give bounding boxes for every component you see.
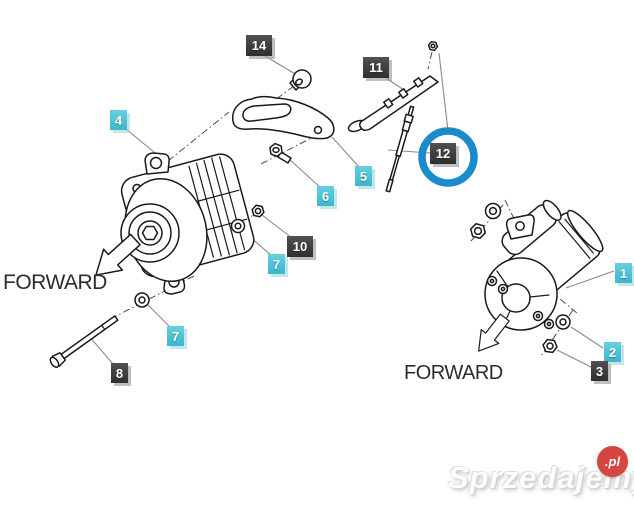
mount-bracket-drawing — [232, 95, 335, 140]
callout-badge-7a: 7 — [268, 254, 285, 274]
watermark: Sprzedajemy .pl — [444, 442, 634, 500]
glow-plug-rail-drawing — [347, 40, 439, 133]
forward-label-left: FORWARD — [3, 271, 107, 294]
callout-badge-5: 5 — [355, 166, 372, 186]
bolt-6-drawing — [269, 142, 292, 164]
callout-badge-2: 2 — [604, 342, 621, 362]
starter-drawing — [484, 199, 604, 331]
callout-badge-8: 8 — [111, 363, 128, 383]
nut-3-drawing — [542, 338, 558, 354]
callout-badge-14: 14 — [246, 35, 272, 56]
bolt-14-drawing — [289, 69, 312, 91]
callout-badge-6: 6 — [317, 186, 334, 206]
glow-plug-drawing — [385, 105, 415, 193]
callout-badge-12: 12 — [430, 143, 456, 164]
leader-lines — [88, 52, 615, 368]
nut-10-drawing — [251, 204, 265, 218]
washer-7-lower-drawing — [134, 292, 150, 308]
callout-badge-4: 4 — [110, 110, 127, 130]
forward-label-right: FORWARD — [404, 362, 503, 384]
long-bolt-8-drawing — [49, 315, 119, 368]
alternator-drawing — [120, 152, 255, 295]
washer-2-drawing — [555, 314, 571, 330]
callout-badge-10: 10 — [287, 236, 313, 257]
washer-7-upper-drawing — [230, 218, 246, 234]
callout-badge-3: 3 — [591, 361, 608, 381]
forward-arrow-left — [95, 233, 141, 276]
callout-badge-7b: 7 — [167, 326, 184, 346]
starter-flange — [484, 257, 558, 331]
callout-badge-1: 1 — [615, 263, 632, 283]
watermark-pl-badge: .pl — [597, 446, 628, 477]
highlight-circle — [418, 127, 478, 187]
starter-washer-drawing — [484, 202, 502, 220]
starter-nut-drawing — [470, 222, 486, 240]
forward-arrow-right — [478, 313, 510, 352]
callout-badge-11: 11 — [363, 57, 389, 78]
